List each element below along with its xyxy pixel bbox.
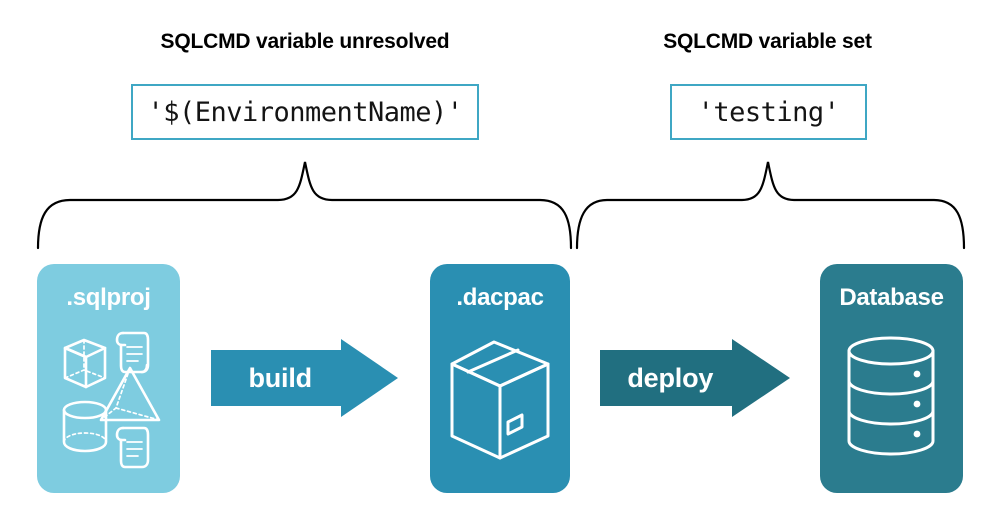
scroll-icon [115, 331, 150, 374]
cube-icon [63, 338, 107, 389]
stage-panel-database: Database [820, 264, 963, 493]
brace-left-icon [36, 161, 573, 250]
database-artwork [847, 336, 935, 456]
brace-connectors [36, 161, 966, 250]
package-box-icon [450, 340, 550, 460]
pyramid-icon [99, 366, 161, 422]
section-heading-unresolved: SQLCMD variable unresolved [160, 30, 450, 53]
cylinder-icon [62, 400, 108, 453]
section-heading-set: SQLCMD variable set [663, 30, 872, 53]
stage-panel-dacpac: .dacpac [430, 264, 570, 493]
arrow-build-icon [211, 339, 398, 417]
arrow-deploy-icon [600, 339, 790, 417]
panel-title-dacpac: .dacpac [456, 284, 544, 311]
brace-right-icon [575, 161, 966, 250]
code-value-box-set: 'testing' [670, 84, 867, 140]
sqlproj-artwork [62, 331, 161, 469]
stage-panel-sqlproj: .sqlproj [37, 264, 180, 493]
arrow-deploy: deploy [600, 339, 790, 417]
scroll-icon [115, 426, 150, 469]
arrow-build: build [211, 339, 398, 417]
panel-title-sqlproj: .sqlproj [66, 284, 151, 311]
code-value-box-unresolved: '$(EnvironmentName)' [131, 84, 479, 140]
dacpac-artwork [450, 340, 550, 460]
database-cylinder-icon [847, 336, 935, 456]
panel-title-database: Database [839, 284, 944, 311]
